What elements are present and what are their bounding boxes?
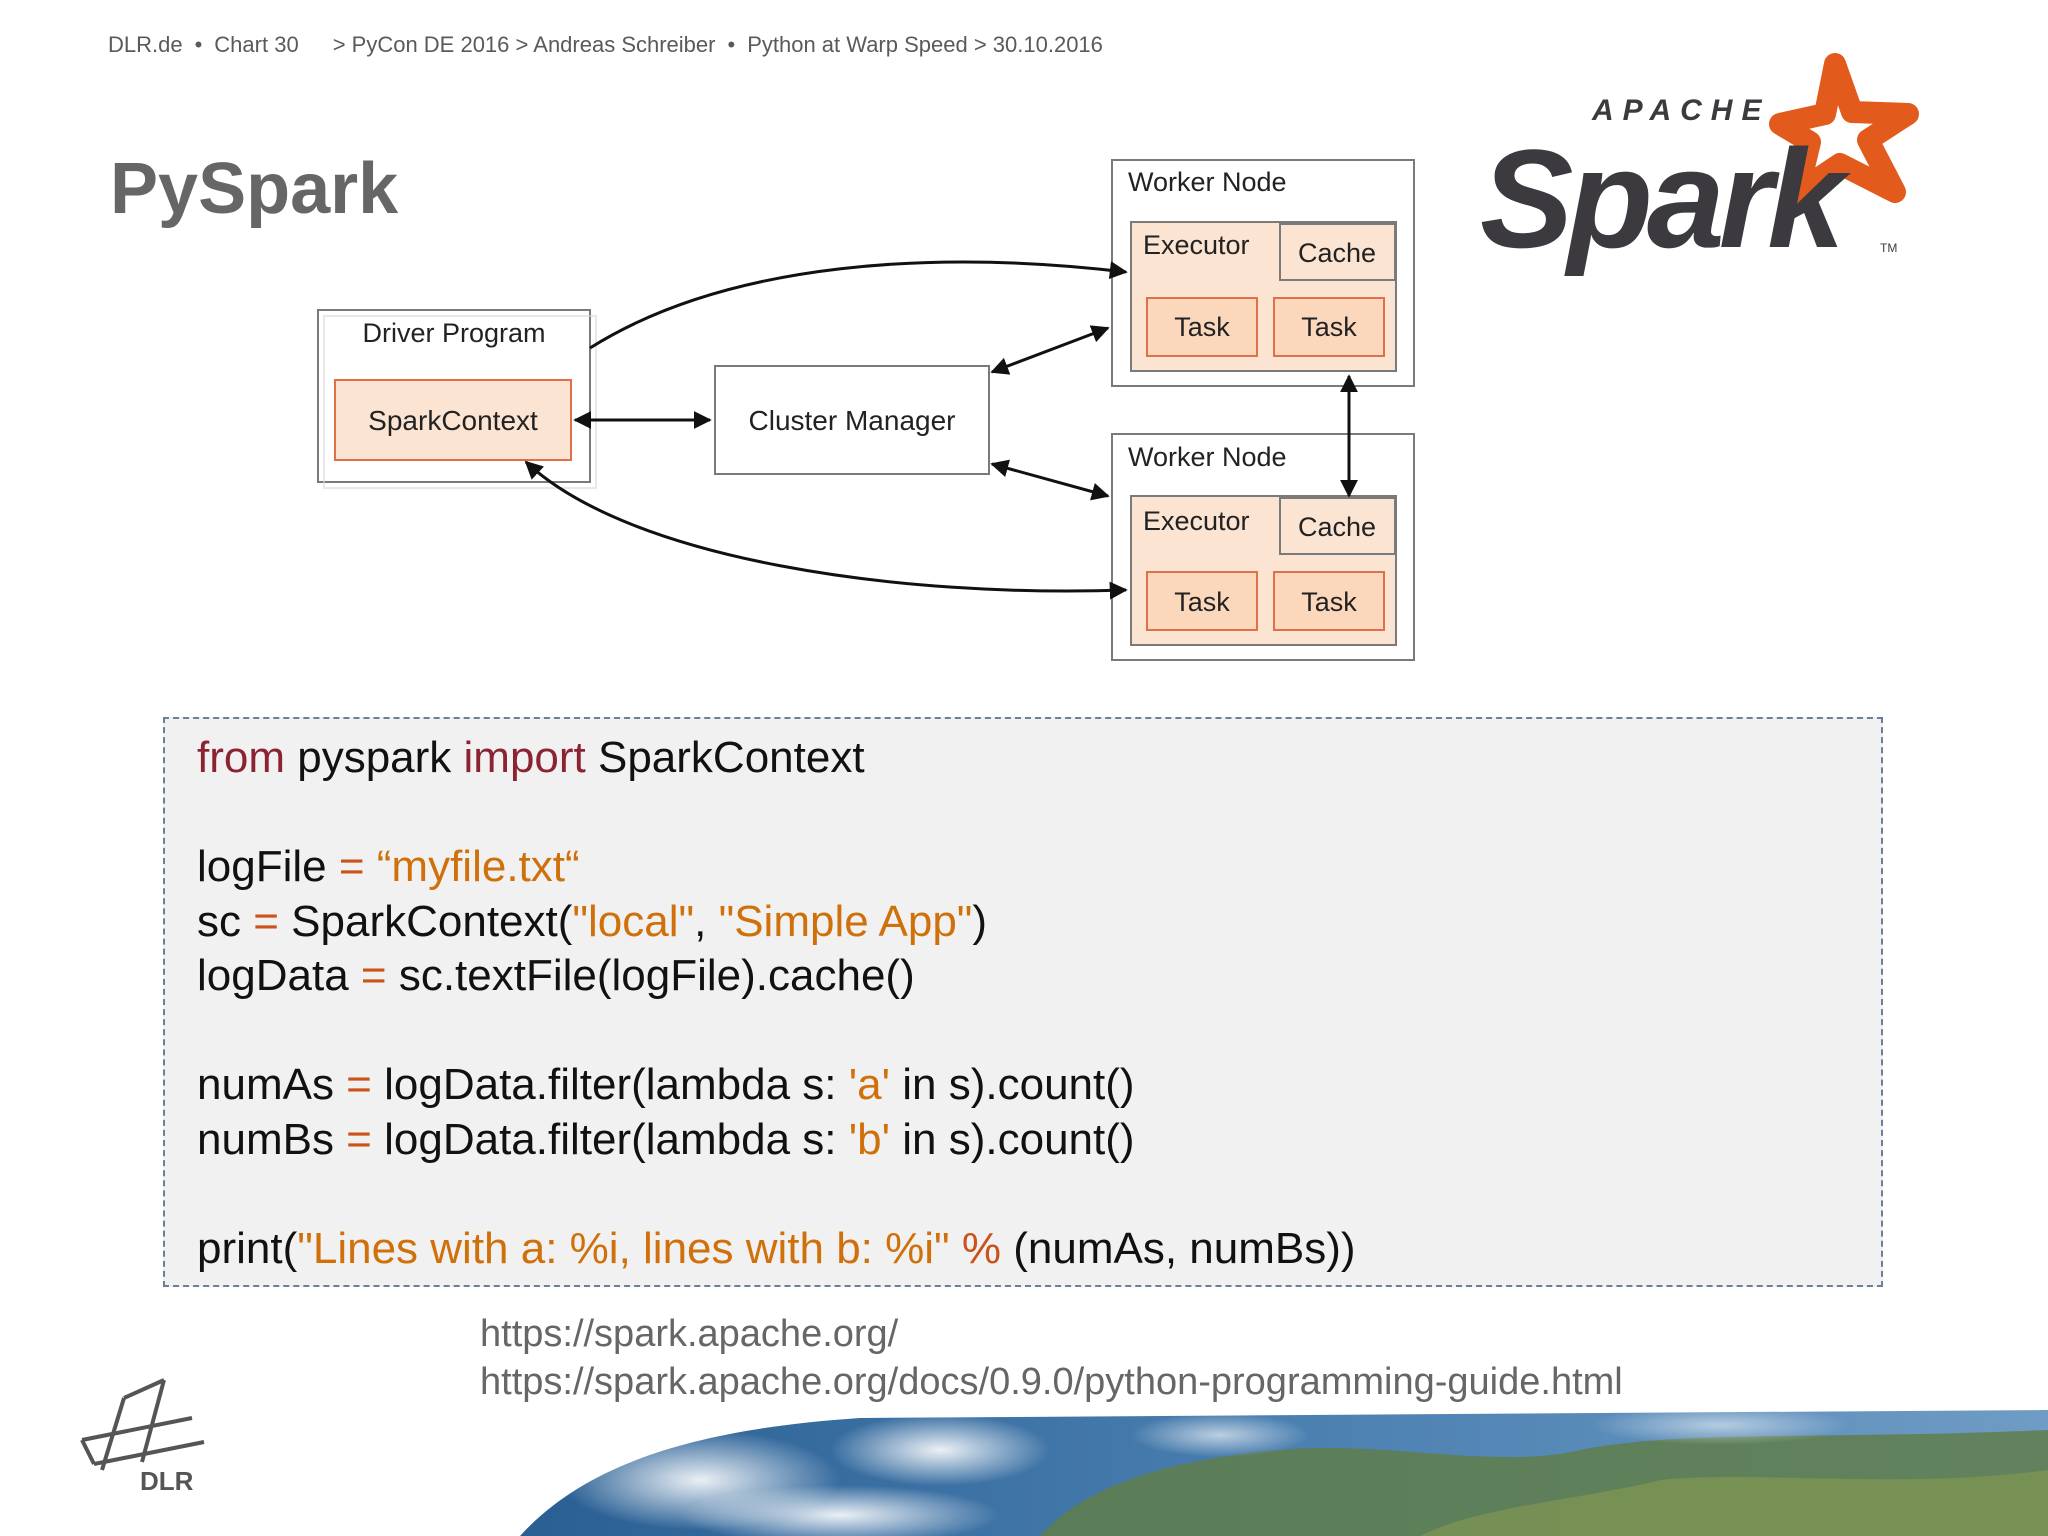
dlr-logo: DLR (80, 1378, 205, 1492)
executor-2-label: Executor (1143, 506, 1250, 536)
task-1b-label: Task (1301, 312, 1357, 342)
task-2b-label: Task (1301, 587, 1357, 617)
arrow-driver-worker1 (589, 260, 1128, 350)
driver-program: Driver Program SparkContext (317, 309, 597, 489)
link-python-guide[interactable]: https://spark.apache.org/docs/0.9.0/pyth… (480, 1361, 1623, 1403)
dlr-mark-icon (80, 1378, 205, 1471)
worker-node-1: Worker Node Executor Cache Task Task (1111, 159, 1415, 387)
spark-star-icon (1769, 53, 1919, 203)
code-line-blank (197, 786, 1849, 841)
cluster-diagram: Driver Program SparkContext Cluster Mana… (317, 159, 1415, 661)
header-talk: Python at Warp Speed > 30.10.2016 (747, 32, 1103, 57)
header-separator: • (194, 32, 203, 57)
task-2a-label: Task (1174, 587, 1230, 617)
cluster-manager-label: Cluster Manager (749, 405, 956, 436)
spark-context-box (334, 379, 572, 461)
code-line-blank (197, 1167, 1849, 1222)
code-line: numBs = logData.filter(lambda s: 'b' in … (197, 1114, 1135, 1164)
arrow-manager-worker1 (990, 325, 1110, 375)
code-block: from pyspark import SparkContext logFile… (163, 717, 1883, 1287)
spark-context-label: SparkContext (368, 405, 538, 436)
cache-2-label: Cache (1298, 512, 1376, 542)
link-spark-home[interactable]: https://spark.apache.org/ (480, 1313, 899, 1355)
header-path: > PyCon DE 2016 > Andreas Schreiber (332, 32, 716, 57)
code-line: logData = sc.textFile(logFile).cache() (197, 951, 915, 1000)
header-chart: Chart 30 (214, 32, 299, 57)
worker-node-2-label: Worker Node (1128, 442, 1287, 472)
header-site: DLR.de (108, 32, 183, 57)
earth-image (520, 1410, 2048, 1536)
code-line-blank (197, 1004, 1849, 1059)
reference-links: https://spark.apache.org/ https://spark.… (480, 1310, 1623, 1406)
code-line: sc = SparkContext("local", "Simple App") (197, 896, 988, 946)
slide-title: PySpark (110, 149, 399, 229)
header-separator-2: • (727, 32, 736, 57)
executor-1-label: Executor (1143, 230, 1250, 260)
dlr-logo-text: DLR (140, 1466, 194, 1492)
header-breadcrumb: DLR.de • Chart 30 > PyCon DE 2016 > Andr… (108, 28, 1103, 62)
driver-program-label: Driver Program (362, 318, 545, 348)
code-line: print("Lines with a: %i, lines with b: %… (197, 1223, 1356, 1273)
worker-node-2: Worker Node Executor Cache Task Task (1111, 433, 1415, 661)
logo-spark-text: Spark (1480, 120, 1851, 277)
cluster-manager: Cluster Manager (714, 365, 990, 475)
worker-node-1-label: Worker Node (1128, 167, 1287, 197)
code-line: logFile = “myfile.txt“ (197, 842, 580, 891)
code-line: numAs = logData.filter(lambda s: 'a' in … (197, 1060, 1135, 1109)
apache-spark-logo: APACHE Spark TM (1480, 53, 1919, 277)
logo-tm-text: TM (1880, 241, 1897, 255)
arrow-manager-worker2 (990, 459, 1110, 501)
cache-1-label: Cache (1298, 238, 1376, 268)
code-line: from pyspark import SparkContext (197, 733, 865, 782)
arrow-driver-worker2 (524, 460, 1128, 600)
task-1a-label: Task (1174, 312, 1230, 342)
logo-apache-text: APACHE (1591, 94, 1770, 127)
